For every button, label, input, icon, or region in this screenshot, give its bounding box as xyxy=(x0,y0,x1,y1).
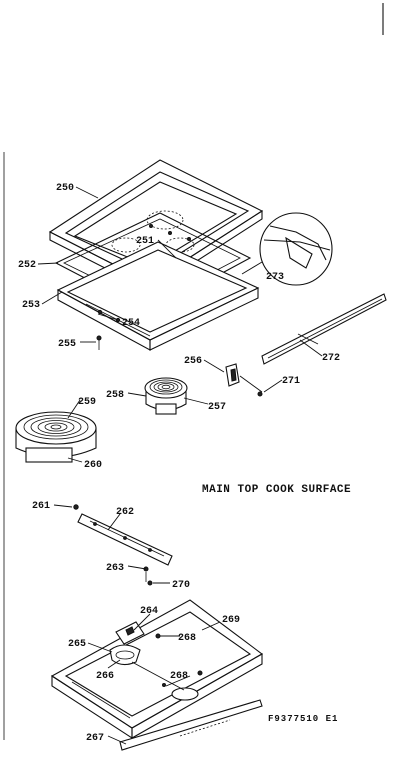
label-266: 266 xyxy=(96,671,114,682)
detail-circle-273 xyxy=(241,212,333,286)
label-263: 263 xyxy=(106,563,124,574)
label-254: 254 xyxy=(122,318,140,329)
label-269: 269 xyxy=(222,615,240,626)
control-bracket-262 xyxy=(73,504,173,586)
strip-267 xyxy=(119,699,263,751)
label-272: 272 xyxy=(322,353,340,364)
glass-cooktop-251 xyxy=(73,181,238,267)
screw-255 xyxy=(96,335,102,350)
part-labels: 250 251 252 253 254 255 256 257 258 259 … xyxy=(18,183,340,744)
figure-code: F9377510 E1 xyxy=(268,714,338,724)
label-268-lower: 268 xyxy=(170,671,188,682)
label-255: 255 xyxy=(58,339,76,350)
label-256: 256 xyxy=(184,356,202,367)
label-268-upper: 268 xyxy=(178,633,196,644)
label-250: 250 xyxy=(56,183,74,194)
bracket-256 xyxy=(225,363,240,387)
label-260: 260 xyxy=(84,460,102,471)
label-261: 261 xyxy=(32,501,50,512)
switch-bracket-264 xyxy=(109,621,145,666)
lower-pan-253 xyxy=(56,241,260,351)
label-273: 273 xyxy=(266,272,284,283)
label-264: 264 xyxy=(140,606,158,617)
label-265: 265 xyxy=(68,639,86,650)
label-251: 251 xyxy=(136,236,154,247)
burner-element-258 xyxy=(144,377,188,415)
burner-element-259 xyxy=(15,411,97,463)
label-271: 271 xyxy=(282,376,300,387)
label-257: 257 xyxy=(208,402,226,413)
label-267: 267 xyxy=(86,733,104,744)
label-270: 270 xyxy=(172,580,190,591)
label-262: 262 xyxy=(116,507,134,518)
diagram-heading: MAIN TOP COOK SURFACE xyxy=(202,484,351,496)
bottom-box-269 xyxy=(50,599,264,740)
leader-lines xyxy=(37,186,319,745)
label-252: 252 xyxy=(18,260,36,271)
label-258: 258 xyxy=(106,390,124,401)
trim-strip-272 xyxy=(257,293,387,397)
label-253: 253 xyxy=(22,300,40,311)
label-259: 259 xyxy=(78,397,96,408)
